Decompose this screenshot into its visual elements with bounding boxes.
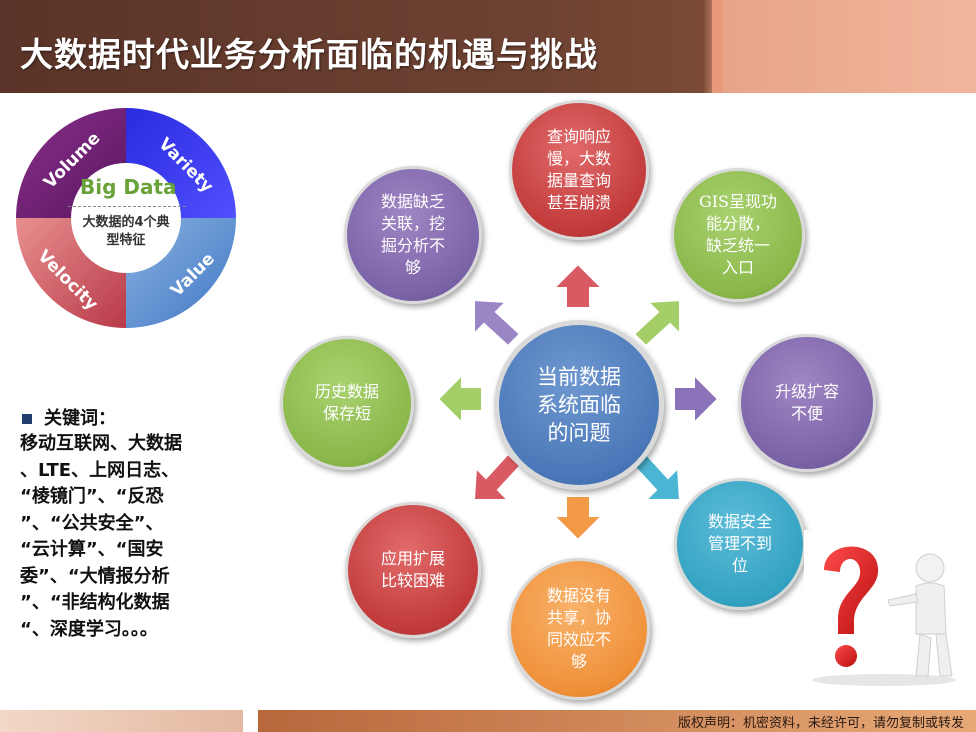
big-data-ring: Volume Variety Value Velocity: [14, 106, 238, 330]
problem-data-association: 数据缺乏 关联，挖 掘分析不 够: [344, 166, 482, 304]
problem-query-slow-label: 查询响应 慢，大数 据量查询 甚至崩溃: [546, 127, 611, 212]
big-data-subtitle: 大数据的4个典 型特征: [82, 215, 170, 248]
problem-upgrade-difficult: 升级扩容 不便: [738, 334, 876, 472]
segment-volume: [16, 108, 126, 218]
arrow-right-icon: [673, 374, 720, 424]
problem-history-short: 历史数据 保存短: [280, 336, 414, 470]
footer-copyright: 版权声明：机密资料，未经许可，请勿复制或转发: [677, 716, 964, 731]
arrow-down-icon: [552, 495, 604, 542]
bullet-square-icon: [22, 414, 32, 424]
arrow-up-icon: [552, 262, 604, 309]
problem-no-data-sharing-label: 数据没有 共享，协 同效应不 够: [546, 586, 611, 671]
problem-upgrade-difficult-label: 升级扩容 不便: [774, 382, 839, 423]
keywords-heading: 关键词：: [22, 404, 116, 430]
problem-history-short-label: 历史数据 保存短: [314, 382, 379, 423]
big-data-divider: [68, 206, 186, 207]
keywords-text: 移动互联网、大数据 、LTE、上网日志、 “棱镜门”、“反恐 ”、“公共安全”、…: [20, 433, 182, 640]
segment-velocity: [16, 218, 126, 328]
center-problem-label: 当前数据 系统面临 的问题: [537, 365, 621, 445]
keywords-heading-label: 关键词：: [44, 408, 116, 429]
footer-left-bar: [0, 710, 243, 732]
arrow-up-left-icon: [473, 298, 522, 348]
footer-right-bar: [258, 710, 976, 732]
problem-data-association-label: 数据缺乏 关联，挖 掘分析不 够: [380, 192, 445, 277]
problem-app-extension-label: 应用扩展 比较困难: [380, 549, 445, 590]
problem-app-extension: 应用扩展 比较困难: [345, 502, 481, 638]
problem-query-slow: 查询响应 慢，大数 据量查询 甚至崩溃: [509, 100, 649, 240]
header-bar: [0, 0, 976, 93]
segment-variety: [126, 108, 236, 218]
problem-security-management: 数据安全 管理不到 位: [674, 478, 806, 610]
arrow-left-icon: [436, 374, 483, 424]
page-title: 大数据时代业务分析面临的机遇与挑战: [20, 35, 598, 74]
question-mark-figure: [804, 530, 964, 688]
big-data-title: Big Data: [80, 175, 177, 199]
big-data-ring-graphic: Volume Variety Value Velocity: [16, 108, 236, 328]
problem-gis-scattered: GIS呈现功 能分散， 缺乏统一 入口: [671, 168, 805, 302]
header-accent-stripe: [712, 0, 722, 93]
segment-value: [126, 218, 236, 328]
problem-security-management-label: 数据安全 管理不到 位: [707, 512, 772, 575]
problem-no-data-sharing: 数据没有 共享，协 同效应不 够: [508, 558, 650, 700]
problem-gis-scattered-label: GIS呈现功 能分散， 缺乏统一 入口: [698, 192, 778, 277]
center-problem-circle: 当前数据 系统面临 的问题: [494, 320, 664, 490]
arrow-up-right-icon: [632, 298, 681, 348]
question-mark-icon: [812, 546, 956, 686]
